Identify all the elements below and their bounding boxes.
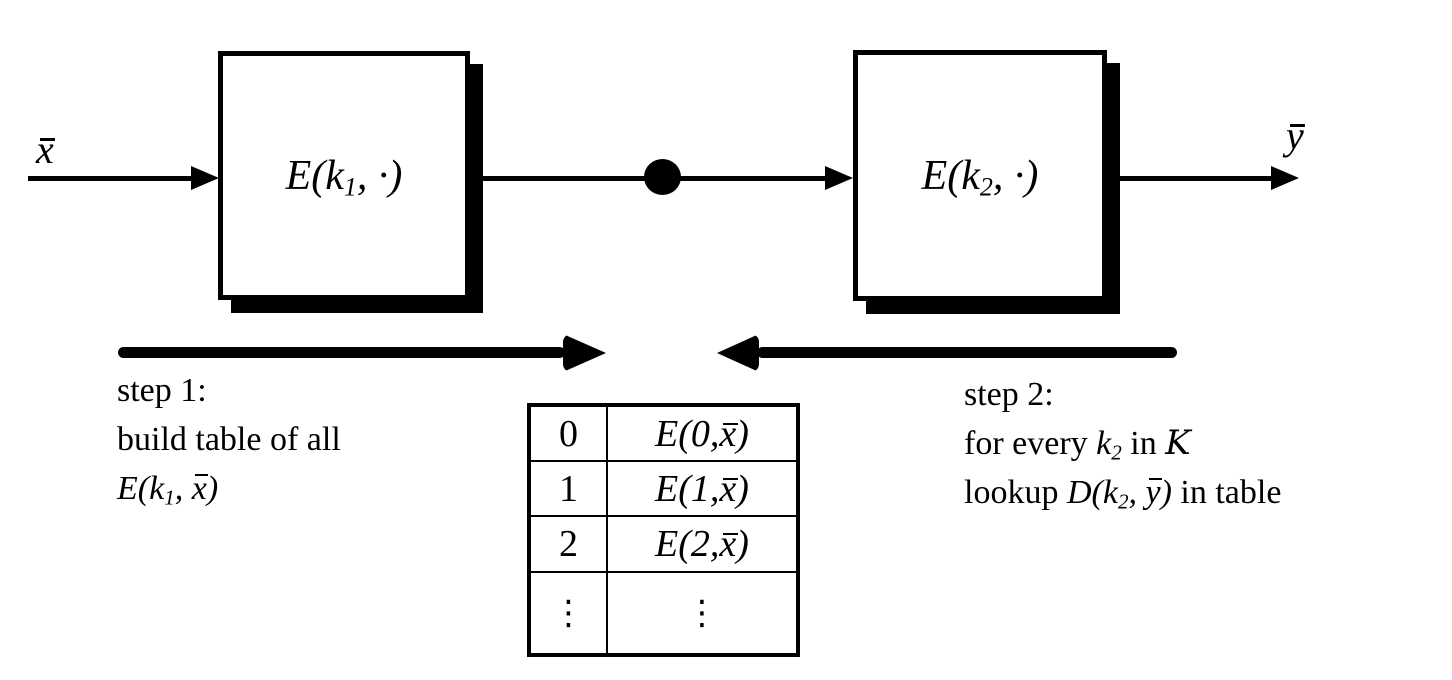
table-key-cell: 2: [531, 517, 608, 571]
step1-line3: E(k1, x): [117, 464, 341, 513]
step2-line3-key: k: [1102, 474, 1118, 511]
input-label-xbar: x: [36, 127, 56, 172]
encrypt-box-1: E(k1, ·): [218, 51, 470, 300]
step2-arrow: [757, 347, 1177, 358]
output-label-ybar: y: [1286, 113, 1306, 158]
box1-label-key: k: [325, 152, 344, 199]
input-label: x: [36, 126, 56, 173]
table-value-cell: E(1,x): [608, 462, 796, 515]
cell-math-pre: E(0,: [655, 412, 720, 455]
table-row: 2 E(2,x): [531, 517, 796, 573]
table-row: 0 E(0,x): [531, 407, 796, 462]
cell-math-xbar: x: [719, 523, 738, 565]
step2-line3-ybar: y: [1145, 468, 1163, 517]
table-value-cell: E(2,x): [608, 517, 796, 571]
cell-math-post: ): [736, 523, 749, 565]
table-key-cell: ⋮: [531, 573, 608, 653]
table-key-cell: 1: [531, 462, 608, 515]
step2-line2-keyspace: K: [1165, 423, 1191, 463]
step2-line3-sub: 2: [1117, 489, 1129, 514]
step1-math-comma: ,: [174, 470, 192, 507]
step2-line2-pre: for every: [964, 425, 1097, 462]
table-value-cell: E(0,x): [608, 407, 796, 460]
cell-math-pre: E(2,: [655, 523, 720, 565]
cell-math-post: ): [736, 412, 749, 455]
step2-line3-comma: ,: [1128, 474, 1146, 511]
encrypt-box-2-label: E(k2, ·): [922, 152, 1039, 200]
step2-line2-sub: 2: [1111, 440, 1122, 465]
output-line: [1107, 176, 1273, 181]
step2-line1: step 2:: [964, 376, 1054, 413]
table-key-cell: 0: [531, 407, 608, 460]
step1-math-sub: 1: [164, 485, 175, 510]
box2-label-key: k: [961, 152, 980, 199]
step2-line2: for every k2 in K: [964, 419, 1281, 468]
cell-math-xbar: x: [719, 412, 738, 455]
middle-arrowhead-icon: [825, 166, 853, 190]
step1-math-key: k: [149, 470, 165, 507]
step2-line3-post: ): [1160, 474, 1172, 511]
output-arrowhead-icon: [1271, 166, 1299, 190]
output-label: y: [1286, 112, 1306, 159]
table-row: ⋮ ⋮: [531, 573, 796, 653]
step2-arrowhead-icon: [717, 334, 759, 372]
step1-arrowhead-icon: [563, 334, 606, 372]
step1-math-pre: E(: [117, 470, 150, 507]
encrypt-box-2: E(k2, ·): [853, 50, 1107, 301]
input-arrowhead-icon: [191, 166, 219, 190]
step2-line2-key: k: [1096, 425, 1112, 462]
step2-line3-suffix: in table: [1171, 474, 1282, 511]
junction-dot: [644, 159, 681, 195]
step2-line3-pre: lookup: [964, 474, 1067, 511]
step2-line3-fn: D(: [1066, 474, 1103, 511]
box2-label-post: , ·): [992, 152, 1039, 199]
box2-label-sub: 2: [979, 172, 993, 201]
step1-math-post: ): [206, 470, 219, 507]
table-value-cell: ⋮: [685, 593, 719, 633]
encrypt-box-1-label: E(k1, ·): [286, 152, 403, 200]
step2-caption: step 2: for every k2 in K lookup D(k2, y…: [964, 370, 1281, 517]
cell-math-pre: E(1,: [655, 467, 720, 510]
step1-line1: step 1:: [117, 372, 207, 409]
lookup-table: 0 E(0,x) 1 E(1,x) 2 E(2,x) ⋮ ⋮: [527, 403, 800, 657]
cell-math-post: ): [736, 467, 749, 510]
step1-caption: step 1: build table of all E(k1, x): [117, 366, 341, 513]
cell-math-xbar: x: [719, 467, 738, 510]
input-line: [28, 176, 194, 181]
box1-label-post: , ·): [356, 152, 403, 199]
step1-arrow: [118, 347, 565, 358]
table-row: 1 E(1,x): [531, 462, 796, 517]
box1-label-pre: E(: [285, 152, 326, 199]
step2-line2-mid: in: [1121, 425, 1166, 462]
step1-line2: build table of all: [117, 421, 341, 458]
box1-label-sub: 1: [343, 172, 357, 201]
step1-math-xbar: x: [192, 464, 209, 513]
box2-label-pre: E(: [921, 152, 962, 199]
step2-line3: lookup D(k2, y) in table: [964, 468, 1281, 517]
